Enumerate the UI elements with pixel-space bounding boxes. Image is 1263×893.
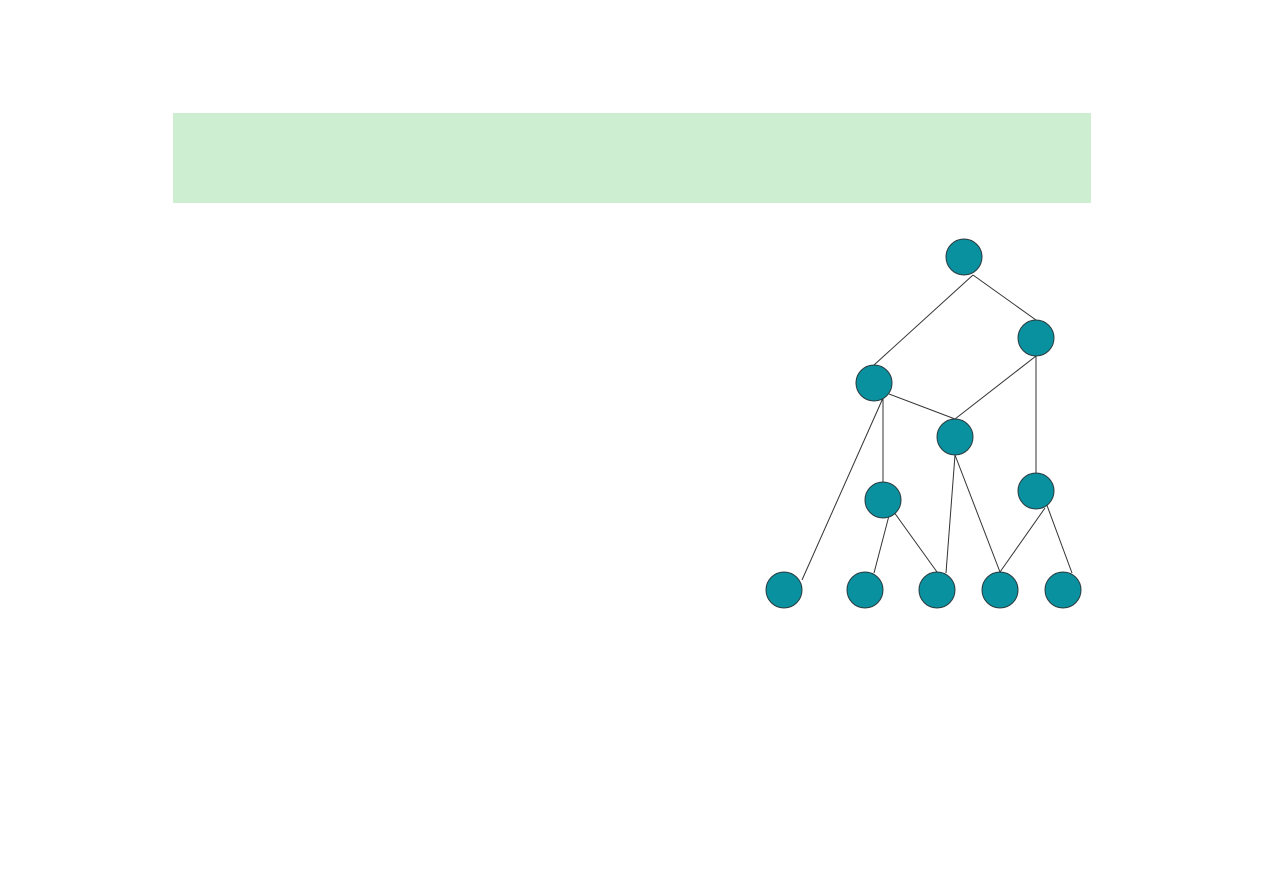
node-root: [945, 238, 983, 276]
node-right-upper: [1017, 319, 1055, 357]
edge-left-lower-to-leaf-2: [873, 507, 892, 574]
edge-center-mid-to-leaf-3: [945, 454, 956, 574]
node-right-lower: [1017, 472, 1055, 510]
title-banner: [173, 113, 1091, 203]
node-left-lower: [864, 481, 902, 519]
nodes-group: [765, 238, 1082, 609]
node-leaf-1: [765, 571, 803, 609]
node-leaf-4: [981, 571, 1019, 609]
edge-left-lower-to-leaf-3: [890, 507, 938, 573]
edge-right-lower-to-leaf-4: [999, 507, 1046, 573]
edge-left-mid-to-leaf-1: [801, 397, 884, 581]
node-leaf-2: [846, 571, 884, 609]
node-leaf-3: [918, 571, 956, 609]
node-leaf-5: [1044, 571, 1082, 609]
edge-right-lower-to-leaf-5: [1044, 499, 1073, 574]
node-center-mid: [936, 418, 974, 456]
edge-root-to-right-upper: [972, 274, 1037, 321]
node-left-mid: [855, 364, 893, 402]
edges-group: [801, 274, 1073, 581]
edge-center-mid-to-leaf-4: [954, 454, 1001, 573]
edge-left-mid-to-center-mid: [888, 393, 956, 420]
edge-right-upper-to-center-mid: [954, 355, 1037, 420]
edge-root-to-left-mid: [873, 274, 974, 366]
